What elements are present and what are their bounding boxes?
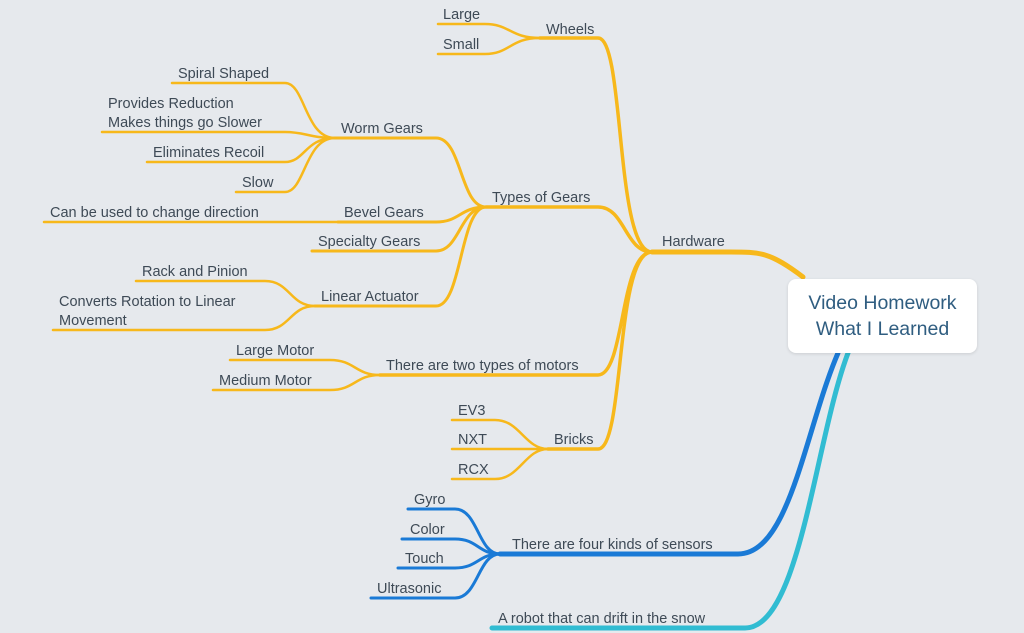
connector-root-hardware (649, 249, 806, 280)
connector-hardware-gears (484, 205, 654, 254)
central-topic[interactable]: Video Homework What I Learned (788, 279, 977, 353)
connector-gears-actuator (313, 205, 488, 308)
connector-wheels-large (436, 22, 542, 40)
node-wheels-small[interactable]: Small (443, 37, 479, 53)
node-worm-slow[interactable]: Slow (242, 175, 274, 191)
node-bevel-direction[interactable]: Can be used to change direction (50, 205, 259, 221)
node-wheels[interactable]: Wheels (546, 22, 594, 38)
node-ultrasonic[interactable]: Ultrasonic (377, 581, 441, 597)
node-color[interactable]: Color (410, 522, 445, 538)
node-specialty-gears[interactable]: Specialty Gears (318, 234, 420, 250)
connector-bricks-rcx (450, 447, 550, 481)
connector-worm-reduction (100, 130, 337, 140)
node-converts-line1[interactable]: Converts Rotation to Linear (59, 294, 236, 310)
node-sensors[interactable]: There are four kinds of sensors (512, 537, 713, 553)
sensors-branch-lines (369, 350, 841, 600)
node-worm-reduction-line1[interactable]: Provides Reduction (108, 96, 234, 112)
connector-worm-spiral (170, 81, 337, 140)
node-medium-motor[interactable]: Medium Motor (219, 373, 312, 389)
node-converts-line2[interactable]: Movement (59, 313, 127, 329)
node-wheels-large[interactable]: Large (443, 7, 480, 23)
connector-worm-slow (234, 136, 337, 194)
connector-actuator-rack (134, 279, 317, 308)
connector-hardware-motors (378, 250, 654, 377)
node-snow-robot[interactable]: A robot that can drift in the snow (498, 611, 706, 627)
node-rack-pinion[interactable]: Rack and Pinion (142, 264, 248, 280)
node-worm-spiral[interactable]: Spiral Shaped (178, 66, 269, 82)
connector-sensors-ultrasonic (369, 552, 502, 600)
connector-root-snow (489, 350, 851, 631)
connector-actuator-converts (51, 304, 317, 332)
snow-branch-lines (489, 350, 851, 631)
connector-gears-worm (333, 136, 488, 209)
node-linear-actuator[interactable]: Linear Actuator (321, 289, 419, 305)
node-bricks[interactable]: Bricks (554, 432, 593, 448)
node-labels: Hardware Wheels Large Small Types of Gea… (50, 7, 725, 627)
hardware-branch-lines (42, 22, 806, 481)
node-gyro[interactable]: Gyro (414, 492, 445, 508)
node-nxt[interactable]: NXT (458, 432, 487, 448)
connector-motors-medium (211, 373, 382, 392)
node-worm-reduction-line2[interactable]: Makes things go Slower (108, 115, 262, 131)
node-motors[interactable]: There are two types of motors (386, 358, 579, 374)
node-hardware[interactable]: Hardware (662, 234, 725, 250)
node-types-of-gears[interactable]: Types of Gears (492, 190, 590, 206)
connector-root-sensors (497, 350, 841, 557)
node-worm-gears[interactable]: Worm Gears (341, 121, 423, 137)
node-ev3[interactable]: EV3 (458, 403, 485, 419)
node-large-motor[interactable]: Large Motor (236, 343, 314, 359)
connector-hardware-wheels (538, 36, 654, 254)
connector-wheels-small (436, 36, 542, 56)
node-bevel-gears[interactable]: Bevel Gears (344, 205, 424, 221)
node-touch[interactable]: Touch (405, 551, 444, 567)
connector-hardware-bricks (546, 250, 654, 451)
node-rcx[interactable]: RCX (458, 462, 489, 478)
central-topic-line1: Video Homework (808, 292, 957, 314)
central-topic-line2: What I Learned (815, 318, 950, 340)
node-worm-recoil[interactable]: Eliminates Recoil (153, 145, 264, 161)
